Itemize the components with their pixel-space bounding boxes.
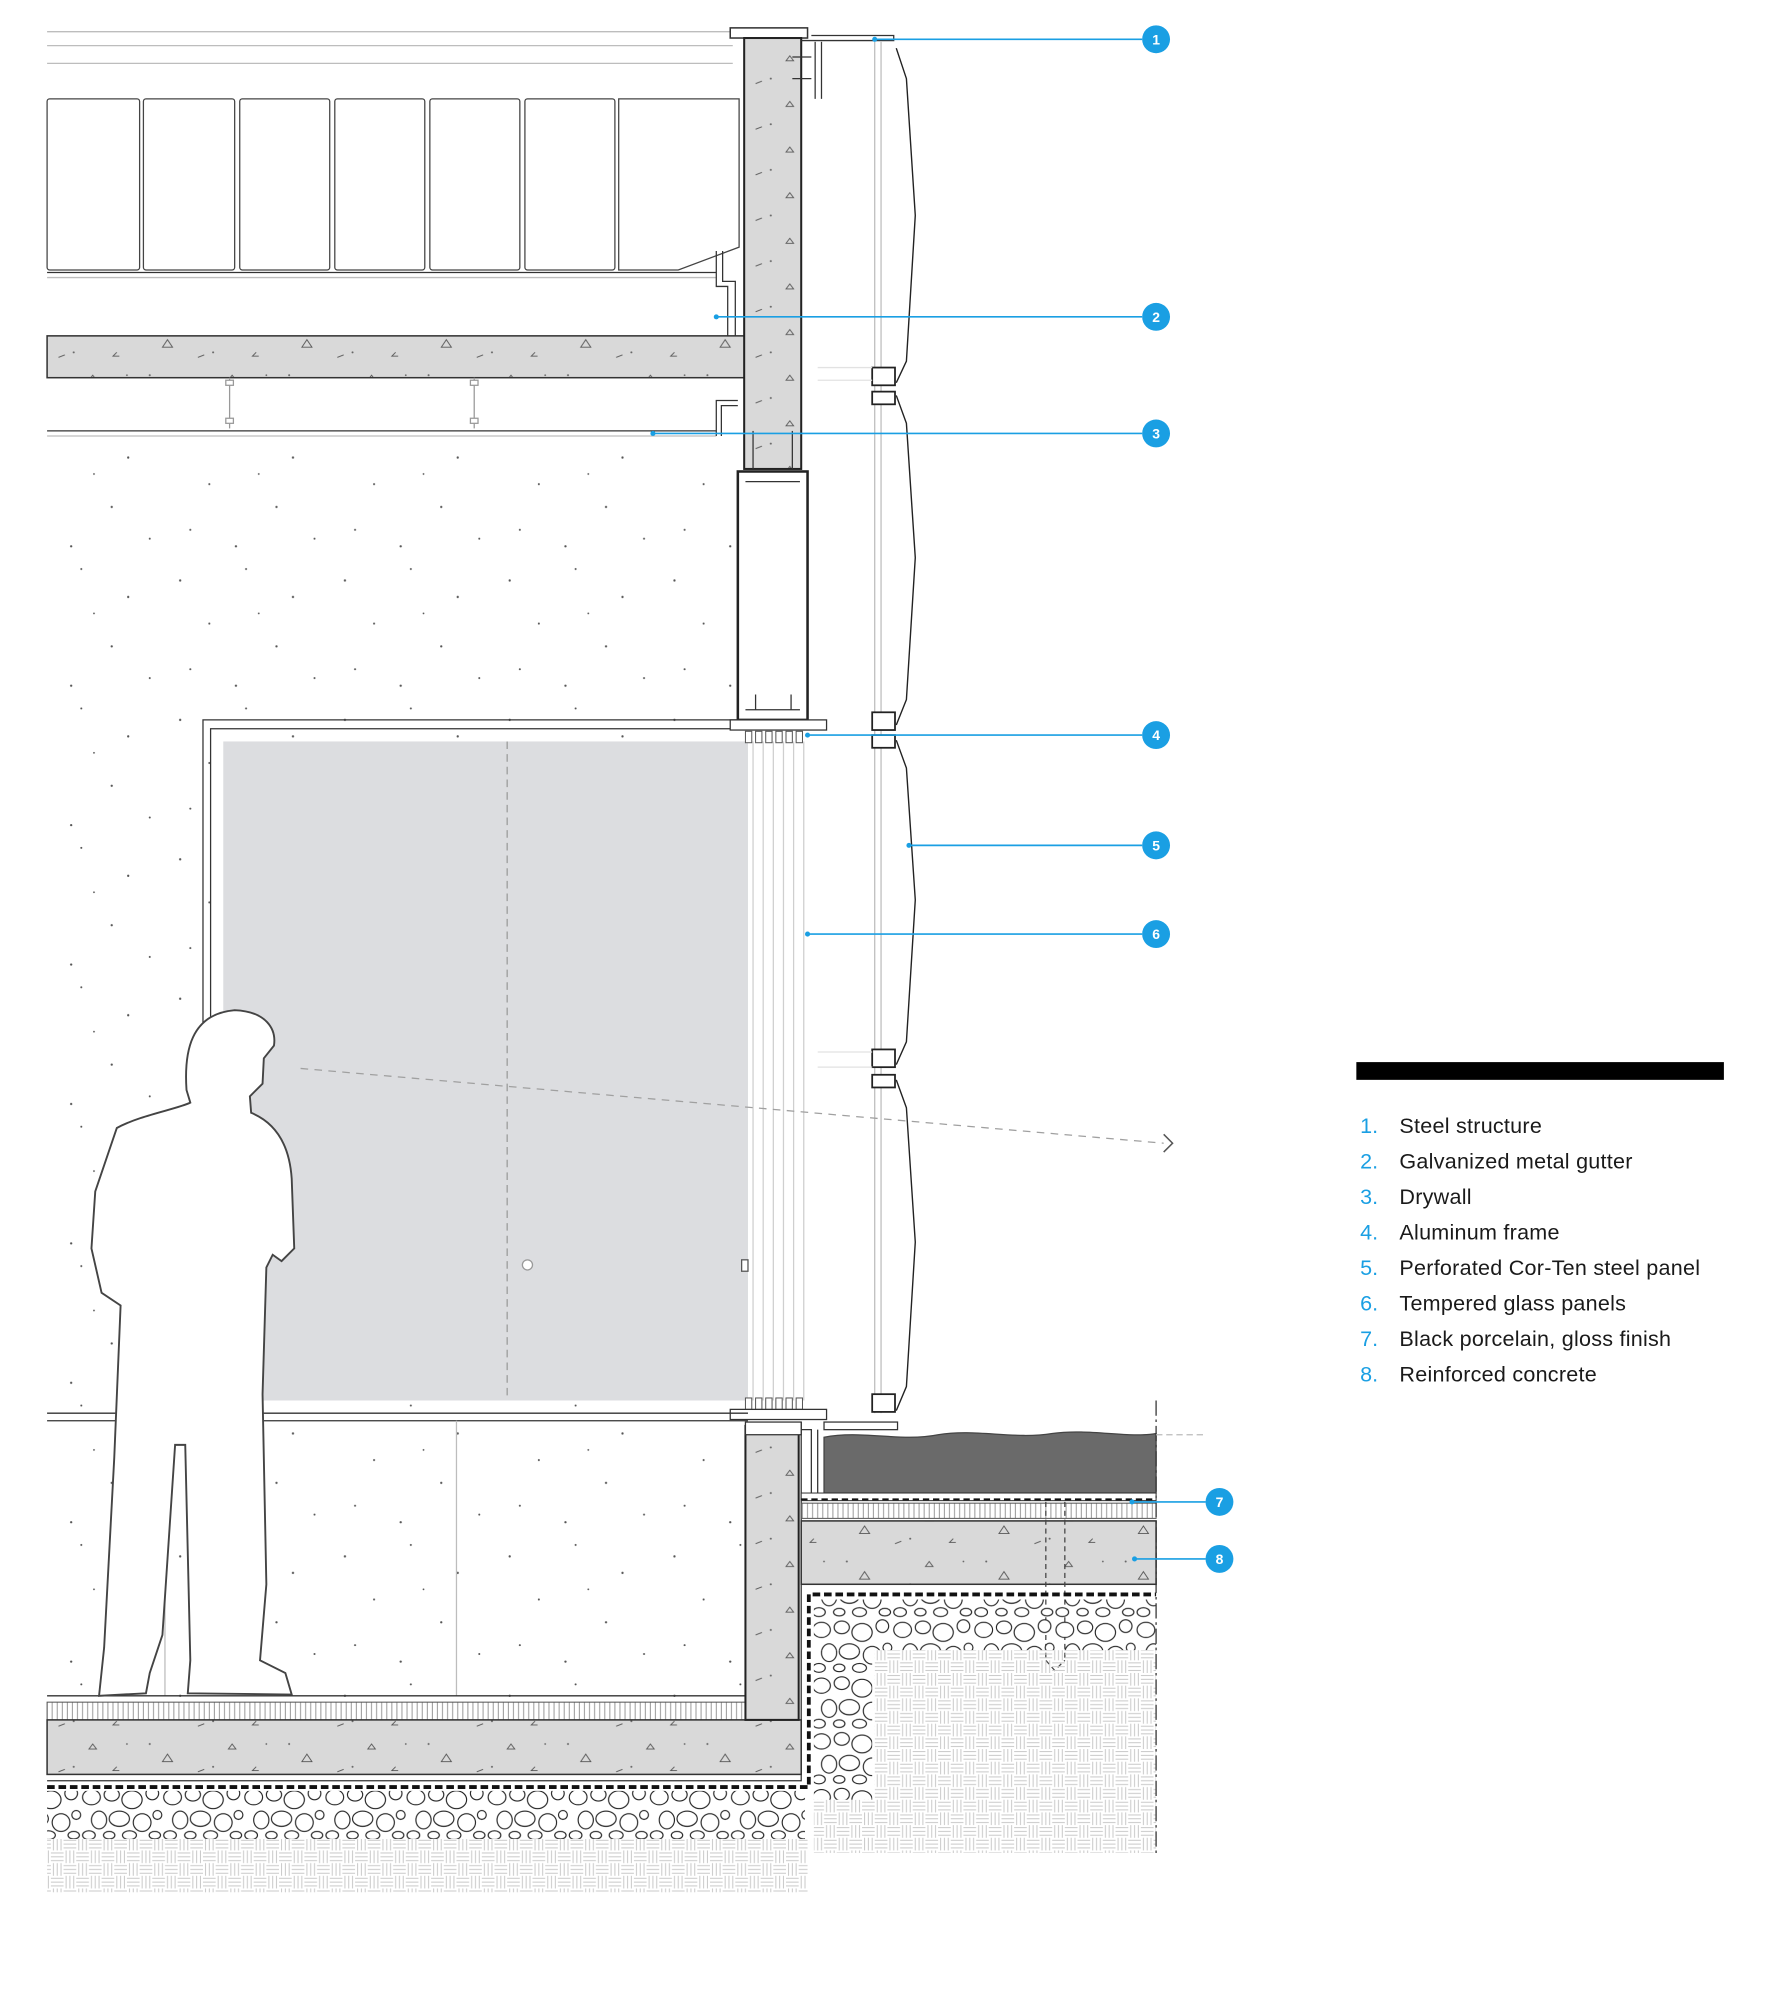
- callout-8: 8: [1132, 1544, 1234, 1573]
- legend-label: Aluminum frame: [1399, 1221, 1559, 1245]
- legend-number: 4.: [1360, 1221, 1378, 1245]
- callout-badge: [1142, 419, 1171, 448]
- legend-item: 2. Galvanized metal gutter: [1360, 1150, 1632, 1174]
- callout-badge: [1205, 1544, 1234, 1573]
- legend-bar: [1356, 1062, 1724, 1080]
- legend-item: 7. Black porcelain, gloss finish: [1360, 1327, 1671, 1351]
- legend: 1. Steel structure 2. Galvanized metal g…: [1356, 1062, 1724, 1386]
- drywall-ceiling: [47, 399, 738, 437]
- callout-badge: [1142, 721, 1171, 750]
- aluminum-frame-top: [744, 730, 803, 744]
- legend-number: 8.: [1360, 1362, 1378, 1386]
- callout-1: 1: [872, 25, 1171, 54]
- window: [202, 719, 828, 1421]
- lower-column: [744, 1424, 800, 1721]
- callout-number: 1: [1152, 31, 1160, 47]
- callout-badge: [1142, 302, 1171, 331]
- legend-label: Reinforced concrete: [1399, 1362, 1597, 1386]
- callout-badge: [1142, 920, 1171, 949]
- legend-number: 1.: [1360, 1114, 1378, 1138]
- legend-item: 5. Perforated Cor-Ten steel panel: [1360, 1256, 1700, 1280]
- legend-number: 5.: [1360, 1256, 1378, 1280]
- floor-finish: [46, 1701, 746, 1721]
- legend-item: 4. Aluminum frame: [1360, 1221, 1559, 1245]
- window-latch: [741, 1259, 749, 1272]
- soil-exterior: [874, 1650, 1157, 1853]
- callout-badge: [1205, 1487, 1234, 1516]
- roof-assembly: [46, 31, 749, 437]
- legend-item: 6. Tempered glass panels: [1360, 1292, 1626, 1316]
- steel-structure-upper: [729, 27, 895, 722]
- perforated-corten-panels: [895, 47, 916, 1411]
- gravel-side: [813, 1650, 873, 1800]
- exterior-ground: [47, 1400, 1205, 1893]
- ceiling-hangers: [225, 377, 479, 429]
- legend-label: Galvanized metal gutter: [1399, 1150, 1632, 1174]
- legend-label: Steel structure: [1399, 1114, 1542, 1138]
- black-porcelain: [823, 1431, 1157, 1494]
- soil-side: [813, 1799, 875, 1853]
- gravel-exterior: [813, 1599, 1157, 1651]
- callout-number: 7: [1216, 1494, 1224, 1510]
- callout-badge: [1142, 25, 1171, 54]
- legend-item: 1. Steel structure: [1360, 1114, 1542, 1138]
- callout-number: 6: [1152, 926, 1160, 942]
- callout-number: 4: [1152, 727, 1160, 743]
- roof-slab: [46, 335, 749, 379]
- waterproofing: [47, 1592, 1157, 1789]
- floor-slab: [46, 1719, 802, 1776]
- roof-panels: [46, 98, 740, 271]
- callout-4: 4: [805, 721, 1171, 750]
- person-silhouette: [90, 1009, 296, 1697]
- steel-beam: [736, 470, 809, 722]
- facade: [817, 41, 916, 1414]
- sight-line: [300, 1067, 1174, 1153]
- glass-pane: [223, 741, 748, 1401]
- gravel-under-slab: [47, 1790, 806, 1840]
- legend-label: Perforated Cor-Ten steel panel: [1399, 1256, 1700, 1280]
- callout-5: 5: [906, 831, 1171, 860]
- legend-number: 6.: [1360, 1292, 1378, 1316]
- sliding-glass-panels: [752, 741, 805, 1401]
- legend-label: Tempered glass panels: [1399, 1292, 1626, 1316]
- legend-label: Black porcelain, gloss finish: [1399, 1327, 1671, 1351]
- legend-item: 3. Drywall: [1360, 1185, 1471, 1209]
- exterior-concrete-slab: [800, 1520, 1157, 1586]
- callouts: 1 2 3 4 5 6: [650, 25, 1234, 1573]
- callout-number: 8: [1216, 1551, 1224, 1567]
- callout-7: 7: [1129, 1487, 1234, 1516]
- legend-number: 7.: [1360, 1327, 1378, 1351]
- window-head: [729, 719, 828, 731]
- callout-number: 3: [1152, 426, 1160, 442]
- galvanized-gutter: [715, 250, 729, 336]
- legend-item: 8. Reinforced concrete: [1360, 1362, 1597, 1386]
- legend-number: 3.: [1360, 1185, 1378, 1209]
- window-sill: [729, 1408, 828, 1421]
- callout-6: 6: [805, 920, 1171, 949]
- window-handle: [521, 1259, 534, 1271]
- legend-label: Drywall: [1399, 1185, 1471, 1209]
- soil-under-slab: [47, 1839, 808, 1893]
- callout-2: 2: [713, 302, 1171, 331]
- callout-number: 2: [1152, 309, 1160, 325]
- callout-3: 3: [650, 419, 1171, 448]
- callout-number: 5: [1152, 837, 1160, 853]
- panel-brackets: [871, 366, 896, 1413]
- legend-number: 2.: [1360, 1150, 1378, 1174]
- callout-badge: [1142, 831, 1171, 860]
